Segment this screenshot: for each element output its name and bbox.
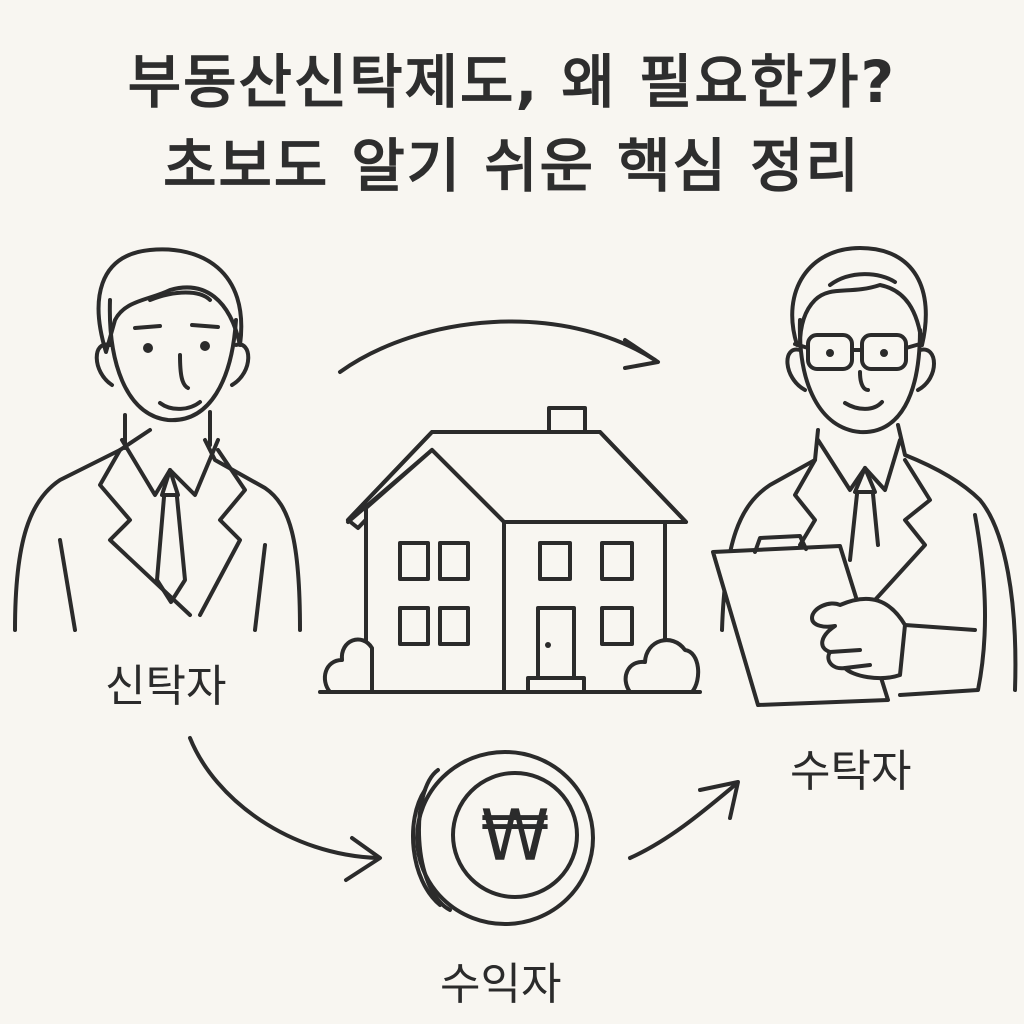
arrow-truster-to-beneficiary — [190, 738, 380, 880]
trustee-figure — [713, 248, 1015, 705]
coin-symbol: ₩ — [480, 795, 549, 877]
truster-label: 신탁자 — [105, 650, 226, 714]
won-coin: ₩ — [413, 752, 593, 924]
arrow-truster-to-trustee — [340, 322, 658, 372]
beneficiary-label: 수익자 — [440, 948, 561, 1012]
truster-figure — [15, 249, 300, 630]
arrow-to-trustee — [630, 782, 738, 858]
trustee-label: 수탁자 — [790, 735, 911, 799]
house-illustration — [320, 408, 700, 692]
